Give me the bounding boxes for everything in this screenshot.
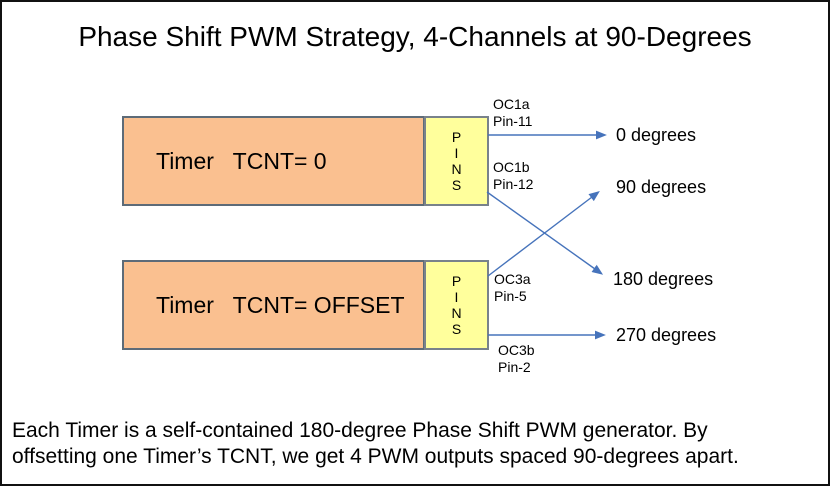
timer1-pins-box: P I N S bbox=[424, 116, 489, 206]
page-title: Phase Shift PWM Strategy, 4-Channels at … bbox=[78, 21, 752, 52]
pin-label-oc3b: OC3b Pin-2 bbox=[498, 342, 535, 375]
output-label-90-degrees: 90 degrees bbox=[616, 177, 707, 197]
arrow-oc3a-to-90deg bbox=[487, 191, 600, 277]
caption-text: Each Timer is a self-contained 180-degre… bbox=[12, 419, 739, 468]
timer2-pins-label: P I N S bbox=[451, 273, 462, 337]
timer2-label: Timer TCNT= OFFSET bbox=[156, 291, 405, 318]
pin-label-oc1a: OC1a Pin-11 bbox=[493, 96, 533, 129]
timer1-box: Timer TCNT= 0 bbox=[122, 116, 425, 206]
timer1-pins-label: P I N S bbox=[451, 129, 462, 193]
output-label-180-degrees: 180 degrees bbox=[613, 269, 714, 289]
timer1-label: Timer TCNT= 0 bbox=[156, 147, 327, 174]
arrow-oc1b-to-180deg bbox=[486, 191, 604, 275]
timer2-box: Timer TCNT= OFFSET bbox=[122, 260, 425, 350]
output-label-0-degrees: 0 degrees bbox=[616, 125, 697, 145]
pin-label-oc3a: OC3a Pin-5 bbox=[494, 271, 531, 304]
timer2-pins-box: P I N S bbox=[424, 260, 489, 350]
output-label-270-degrees: 270 degrees bbox=[616, 325, 717, 345]
pin-label-oc1b: OC1b Pin-12 bbox=[493, 159, 534, 192]
